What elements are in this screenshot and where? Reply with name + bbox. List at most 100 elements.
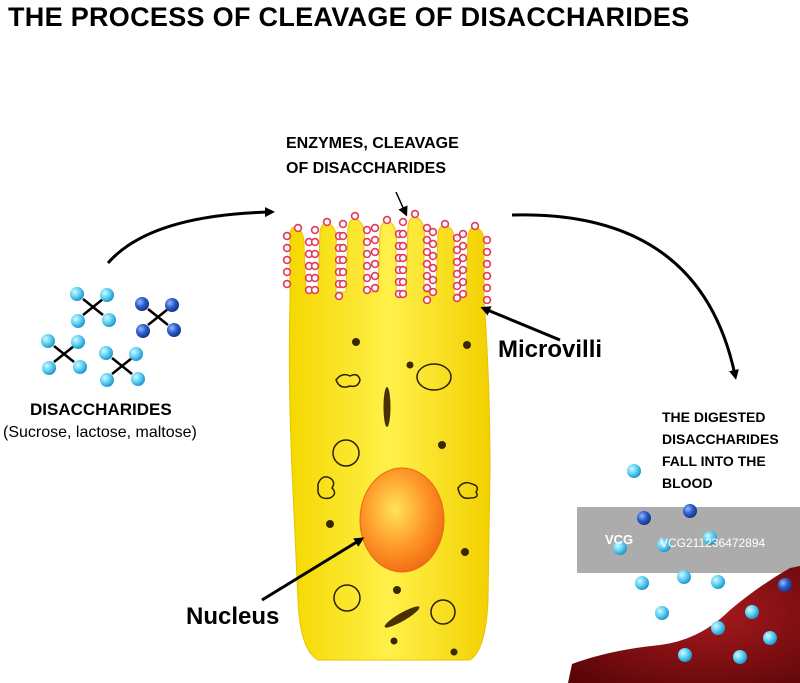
monosaccharide-particle <box>733 650 747 664</box>
page-title: THE PROCESS OF CLEAVAGE OF DISACCHARIDES <box>8 2 690 32</box>
arrow-to-blood <box>511 213 739 380</box>
enzyme-dot <box>322 217 332 227</box>
enzyme-dot <box>428 263 438 273</box>
vesicle <box>416 363 452 391</box>
golgi-body <box>317 476 336 500</box>
enzyme-dot <box>440 219 450 229</box>
enzyme-dot <box>428 239 438 249</box>
enzyme-dot <box>422 247 432 257</box>
enzyme-dot <box>282 255 292 265</box>
enzyme-dot <box>370 235 380 245</box>
organelles <box>317 363 479 625</box>
enzyme-dot <box>310 249 320 259</box>
enzyme-dot <box>370 223 380 233</box>
enzyme-dot <box>452 281 462 291</box>
enzyme-dot <box>370 271 380 281</box>
enzyme-dot <box>382 215 392 225</box>
enzyme-dot <box>282 279 292 289</box>
enzyme-dot <box>338 267 348 277</box>
monosaccharide-particle <box>683 504 697 518</box>
monosaccharide-particle <box>678 648 692 662</box>
enzyme-dot <box>422 235 432 245</box>
enzyme-dot <box>338 219 348 229</box>
arrow-to-enzyme <box>395 191 408 217</box>
enzyme-dot <box>422 259 432 269</box>
enzyme-dot <box>310 273 320 283</box>
enzyme-dot <box>338 255 348 265</box>
enzyme-dot <box>282 243 292 253</box>
disaccharide-molecules <box>41 287 181 387</box>
enzyme-dot <box>422 295 432 305</box>
golgi-body <box>457 481 479 500</box>
enzyme-dot <box>282 231 292 241</box>
enzyme-dot <box>482 283 492 293</box>
enzyme-dot <box>422 271 432 281</box>
enzyme-dot <box>398 265 408 275</box>
nucleus-shape <box>359 467 445 573</box>
enzyme-dot <box>458 253 468 263</box>
enzyme-dot <box>452 245 462 255</box>
enzyme-dot <box>428 227 438 237</box>
digested-label: THE DIGESTED DISACCHARIDES FALL INTO THE… <box>662 406 800 494</box>
enzyme-dot <box>482 235 492 245</box>
enzymes-label-line2: OF DISACCHARIDES <box>286 160 447 177</box>
monosaccharide-particle <box>763 631 777 645</box>
enzyme-dot <box>362 237 372 247</box>
enzyme-dot <box>428 251 438 261</box>
monosaccharide-particle <box>635 576 649 590</box>
enzyme-dot <box>370 283 380 293</box>
watermark-id: VCG211236472894 <box>660 536 766 550</box>
enzyme-dot <box>482 295 492 305</box>
enzyme-dot <box>282 267 292 277</box>
monosaccharide-particle <box>677 570 691 584</box>
enzyme-dot <box>470 221 480 231</box>
monosaccharide-particle <box>637 511 651 525</box>
enzymes <box>282 209 492 305</box>
monosaccharide-particle <box>745 605 759 619</box>
enzyme-dot <box>398 289 408 299</box>
enzyme-dot <box>482 247 492 257</box>
enzyme-dot <box>452 293 462 303</box>
enzyme-dot <box>458 229 468 239</box>
monosaccharide-particle <box>778 578 792 592</box>
mitochondrion <box>384 606 420 628</box>
enzyme-dot <box>422 283 432 293</box>
golgi-body <box>335 373 361 388</box>
enzyme-dot <box>370 247 380 257</box>
monosaccharide-particle <box>657 538 671 552</box>
enzyme-dot <box>338 243 348 253</box>
arrow-to-microvilli <box>480 306 561 342</box>
monosaccharide-particle <box>711 621 725 635</box>
monosaccharide-particle <box>613 541 627 555</box>
enzyme-dot <box>362 285 372 295</box>
enzyme-dot <box>458 289 468 299</box>
enzyme-dot <box>362 261 372 271</box>
mitochondrion <box>383 387 391 427</box>
enzyme-dot <box>310 261 320 271</box>
disaccharide-molecule <box>135 297 181 338</box>
enzyme-dot <box>398 229 408 239</box>
enzyme-dot <box>482 271 492 281</box>
enzyme-dot <box>310 225 320 235</box>
enzymes-label-line1: ENZYMES, CLEAVAGE <box>286 135 459 152</box>
granules <box>326 338 471 656</box>
watermark-brand: VCG <box>605 532 634 547</box>
disaccharide-molecule <box>99 346 145 387</box>
watermark-band <box>577 507 800 573</box>
enzyme-dot <box>362 225 372 235</box>
enzymes-label: ENZYMES, CLEAVAGE OF DISACCHARIDES <box>286 131 526 181</box>
disaccharides-label: DISACCHARIDES <box>30 400 172 419</box>
enzyme-dot <box>398 277 408 287</box>
enzyme-dot <box>428 287 438 297</box>
arrows <box>106 191 739 602</box>
arrow-to-nucleus <box>261 537 365 602</box>
enzyme-dot <box>362 273 372 283</box>
enzyme-dot <box>458 241 468 251</box>
digested-line1: THE DIGESTED <box>662 409 766 425</box>
monosaccharide-particles <box>613 464 792 664</box>
enzyme-dot <box>482 259 492 269</box>
digested-line3: FALL INTO THE <box>662 453 766 469</box>
enzyme-dot <box>452 233 462 243</box>
enzyme-dot <box>452 269 462 279</box>
